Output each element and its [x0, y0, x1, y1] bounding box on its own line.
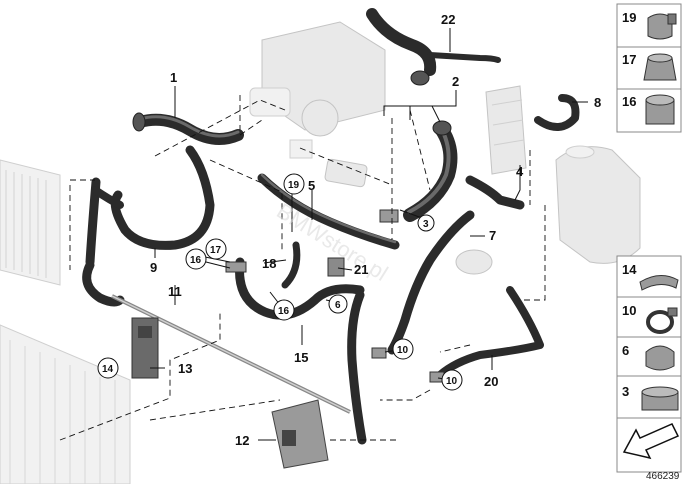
thermostat-housing — [324, 158, 368, 188]
callout-20: 20 — [484, 374, 498, 389]
heat-exchanger — [485, 85, 527, 175]
expansion-tank — [555, 145, 641, 264]
legend-top-3: 16 — [622, 94, 636, 109]
arrow-icon — [622, 423, 680, 460]
hose-18 — [281, 241, 301, 289]
legend-bottom-3: 6 — [622, 343, 629, 358]
clamp-icon — [646, 307, 678, 334]
hose-2 — [403, 120, 458, 222]
callout-10b: 10 — [446, 376, 458, 387]
hose-20 — [436, 286, 544, 379]
clamp-icon — [641, 386, 679, 411]
callout-10b-circle — [441, 369, 463, 391]
callout-18: 18 — [262, 256, 276, 271]
callout-15: 15 — [294, 350, 308, 365]
legend-bottom-2: 10 — [622, 303, 636, 318]
legend-top-2: 17 — [622, 52, 636, 67]
callout-3: 3 — [423, 219, 429, 230]
hose-22 — [366, 8, 501, 86]
clamp-icon — [647, 13, 677, 40]
routing-lines — [59, 95, 546, 441]
callout-7: 7 — [489, 228, 496, 243]
callout-4: 4 — [516, 164, 524, 179]
callout-17-circle — [205, 238, 227, 260]
legend-bottom-1: 14 — [622, 262, 637, 277]
callout-2: 2 — [452, 74, 459, 89]
callout-3-circle — [417, 214, 435, 232]
bracket-13 — [131, 317, 159, 379]
hose-9 — [85, 145, 215, 267]
electric-pump — [455, 249, 493, 275]
callout-21: 21 — [354, 262, 368, 277]
callout-13: 13 — [178, 361, 192, 376]
document-number: 466239 — [646, 471, 680, 482]
hose-7 — [387, 175, 525, 355]
legend-top-1: 19 — [622, 10, 636, 25]
callout-5: 5 — [308, 178, 315, 193]
clamp-icon — [639, 275, 679, 291]
legend-panel-bottom: 14 10 6 3 — [616, 255, 682, 473]
callout-17: 17 — [210, 245, 222, 256]
callout-16a: 16 — [190, 255, 202, 266]
hose-1 — [132, 112, 244, 145]
callout-12: 12 — [235, 433, 249, 448]
legend-bottom-4: 3 — [622, 384, 629, 399]
hose-8 — [534, 94, 580, 131]
bracket-21 — [327, 257, 345, 277]
callout-14-circle — [97, 357, 119, 379]
callout-6: 6 — [335, 300, 341, 311]
clamp-icon — [643, 53, 677, 81]
clamp-icon — [645, 345, 675, 371]
callout-19-circle — [283, 173, 305, 195]
callout-19: 19 — [288, 180, 300, 191]
egr-cooler — [249, 21, 386, 159]
callout-10a-circle — [392, 338, 414, 360]
callout-10a: 10 — [397, 345, 409, 356]
callouts: 1 2 3 4 5 6 7 8 9 10 10 11 12 13 14 15 1… — [97, 12, 601, 448]
bracket-12 — [271, 399, 329, 469]
clamp-icon — [645, 94, 675, 125]
callout-22: 22 — [441, 12, 455, 27]
callout-11: 11 — [168, 284, 182, 299]
callout-16a-circle — [185, 248, 207, 270]
legend-panel-top: 19 17 16 — [616, 3, 682, 133]
radiator-lower — [0, 324, 131, 484]
pipe-joint-connectors — [225, 209, 445, 383]
hose-5 — [257, 173, 400, 250]
callout-9: 9 — [150, 260, 157, 275]
callout-16b-circle — [273, 299, 295, 321]
radiator-upper — [0, 159, 61, 286]
callout-8: 8 — [594, 95, 601, 110]
callout-16b: 16 — [278, 306, 290, 317]
callout-1: 1 — [170, 70, 177, 85]
hose-11-pipe — [82, 186, 351, 414]
callout-6-circle — [328, 294, 348, 314]
callout-14: 14 — [102, 364, 114, 375]
